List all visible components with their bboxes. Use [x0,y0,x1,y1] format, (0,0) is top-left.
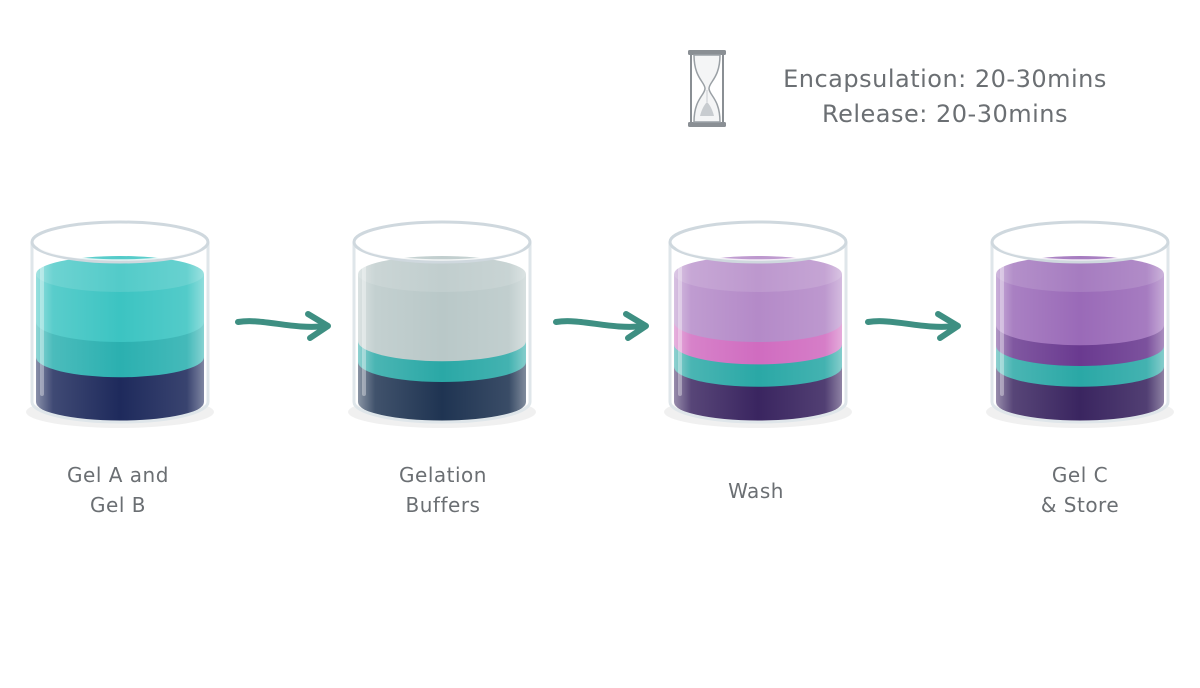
step-label-gel-c-store: Gel C & Store [990,460,1170,520]
step-label-line: Gel A and [67,463,169,487]
glass-rim [990,220,1170,264]
step-label-line: Wash [728,479,784,503]
arrow-icon [235,311,331,341]
jar-gelation-buffers [348,220,536,428]
glass-wall [990,242,1170,424]
glass-rim-highlight [996,227,1164,261]
glass-sheen [992,242,1168,422]
glass-rim-highlight [36,227,204,261]
step-label-line: Gel C [1051,463,1109,487]
glass-sheen [32,242,208,422]
glass-rim-highlight [358,227,526,261]
release-time: Release: 20-30mins [822,100,1068,128]
glass-sheen [354,242,530,422]
hourglass-icon [688,50,726,127]
glass-wall [352,242,532,424]
step-label-line: & Store [1040,493,1120,517]
glass-rim [668,220,848,264]
glass-rim [30,220,210,264]
step-label-gel-a-b: Gel A and Gel B [28,460,208,520]
arrow-icon [553,311,649,341]
glass-rim [352,220,532,264]
glass-wall [668,242,848,424]
arrow-icon [865,311,961,341]
jar-gel-c-store [986,220,1174,428]
step-label-wash: Wash [666,476,846,506]
step-label-line: Gel B [90,493,146,517]
glass-rim-highlight [674,227,842,261]
step-label-line: Buffers [405,493,481,517]
jar-wash [664,220,852,428]
glass-sheen [670,242,846,422]
step-label-gelation-buffers: Gelation Buffers [353,460,533,520]
jar-gel-a-b [26,220,214,428]
step-label-line: Gelation [399,463,487,487]
glass-wall [30,242,210,424]
timer-text: Encapsulation: 20-30mins Release: 20-30m… [760,62,1130,132]
encapsulation-time: Encapsulation: 20-30mins [783,65,1107,93]
